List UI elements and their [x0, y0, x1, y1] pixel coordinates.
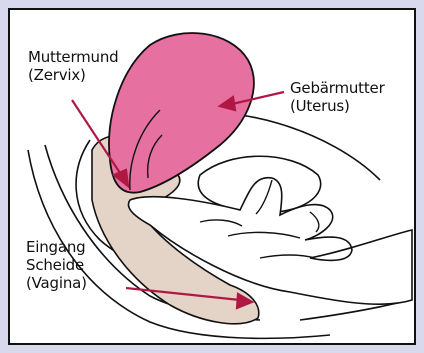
- label-vagina-latin: (Vagina): [26, 274, 87, 292]
- label-uterus-name: Gebärmutter: [290, 79, 386, 97]
- label-vagina-name: Scheide: [26, 256, 84, 274]
- label-cervix-name: Muttermund: [28, 48, 119, 66]
- label-uterus-latin: (Uterus): [290, 97, 350, 115]
- label-vagina-entrance: Eingang: [26, 238, 86, 256]
- label-cervix-latin: (Zervix): [28, 66, 86, 84]
